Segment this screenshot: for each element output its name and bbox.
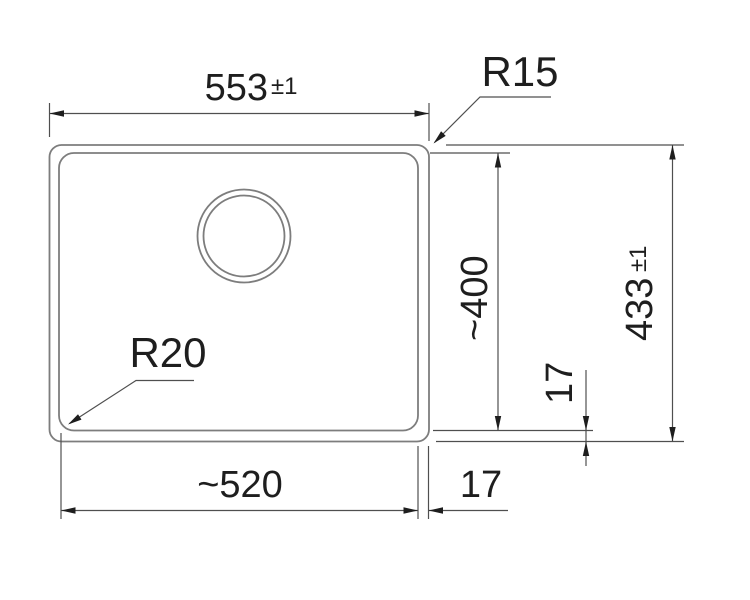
radius-inner-arrowhead [68,414,82,425]
arrowhead-right [414,110,429,117]
dim-inner-height: ~400 [430,152,593,432]
outer-width-tolerance: ±1 [271,73,298,100]
outer-height-value: 433 [619,278,661,341]
arrowhead-right [403,507,418,514]
inner-height-value: ~400 [454,255,496,341]
arrowhead-up [582,441,590,456]
radius-inner-leader-line [69,379,194,425]
radius-outer-label: R15 [481,48,558,95]
sink-outer-rect [48,144,430,443]
arrowhead-top [669,145,676,160]
dim-outer-height: 433 ±1 [436,144,684,443]
radius-inner-label: R20 [129,329,206,376]
rim-offset-horizontal-value: 17 [460,464,502,506]
outer-height-tolerance: ±1 [625,245,652,272]
dim-rim-offset-vertical: 17 [539,362,590,466]
arrowhead-left [49,110,64,117]
radius-outer-leader-line [434,96,551,143]
radius-outer-callout: R15 [433,48,559,144]
arrowhead-left [428,507,443,514]
arrowhead-bottom [669,427,676,442]
radius-inner-callout: R20 [68,329,207,425]
drain-outer-circle [196,188,292,284]
sink-inner-bowl-rect [58,152,419,432]
arrowhead-top [494,153,502,168]
dim-rim-offset-horizontal: 17 [428,464,508,514]
dim-outer-width: 553 ±1 [48,67,430,141]
arrowhead-bottom [494,416,502,431]
outer-width-value: 553 [205,67,268,109]
rim-offset-vertical-value: 17 [539,362,581,404]
inner-width-value: ~520 [197,464,283,506]
arrowhead-left [61,507,76,514]
drain-inner-circle [202,194,286,278]
radius-outer-arrowhead [433,131,446,144]
sink-outline [48,144,430,443]
arrowhead-down [582,416,590,431]
dim-inner-width: ~520 [60,433,430,519]
